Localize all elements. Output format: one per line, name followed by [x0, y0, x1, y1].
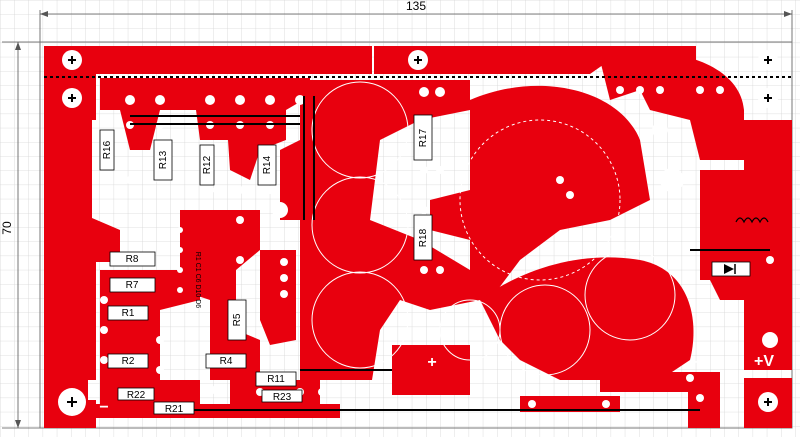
component-labels: R16 R13 R12 R14 R17 R18 R8 R7 R1 R2 R22 … [102, 128, 429, 415]
label-r14: R14 [262, 155, 273, 174]
label-r23: R23 [273, 392, 292, 403]
vertical-silk-text: R1 C1 C6 D10 D6 [194, 252, 201, 309]
label-r17: R17 [418, 128, 429, 147]
label-r18: R18 [418, 228, 429, 247]
label-r11: R11 [267, 374, 285, 385]
label-r8: R8 [126, 254, 139, 265]
label-r13: R13 [158, 150, 169, 169]
dimension-annotations: 135 70 [0, 0, 793, 429]
label-r21: R21 [165, 404, 184, 415]
label-r4: R4 [220, 356, 233, 367]
width-dimension-label: 135 [406, 0, 426, 13]
jumper-wires [130, 96, 770, 411]
label-r2: R2 [122, 356, 135, 367]
pads [58, 50, 778, 416]
resistor-bodies [99, 114, 433, 415]
mounting-hole-icons [67, 56, 772, 407]
terminal-plus-1: + [427, 354, 436, 371]
label-r22: R22 [127, 390, 146, 401]
terminal-plus-2: + [689, 354, 698, 371]
terminal-minus: − [99, 399, 108, 416]
terminal-markers: + + − +V [99, 353, 774, 416]
label-r12: R12 [202, 155, 213, 174]
inductor-symbol [735, 217, 769, 224]
label-r7: R7 [126, 280, 139, 291]
diode-symbol [711, 261, 751, 277]
height-dimension-label: 70 [0, 221, 14, 235]
label-r5: R5 [232, 313, 243, 326]
capacitor-outlines [311, 81, 676, 376]
label-r1: R1 [122, 308, 135, 319]
terminal-plus-v: +V [754, 353, 774, 370]
label-r16: R16 [102, 140, 113, 159]
